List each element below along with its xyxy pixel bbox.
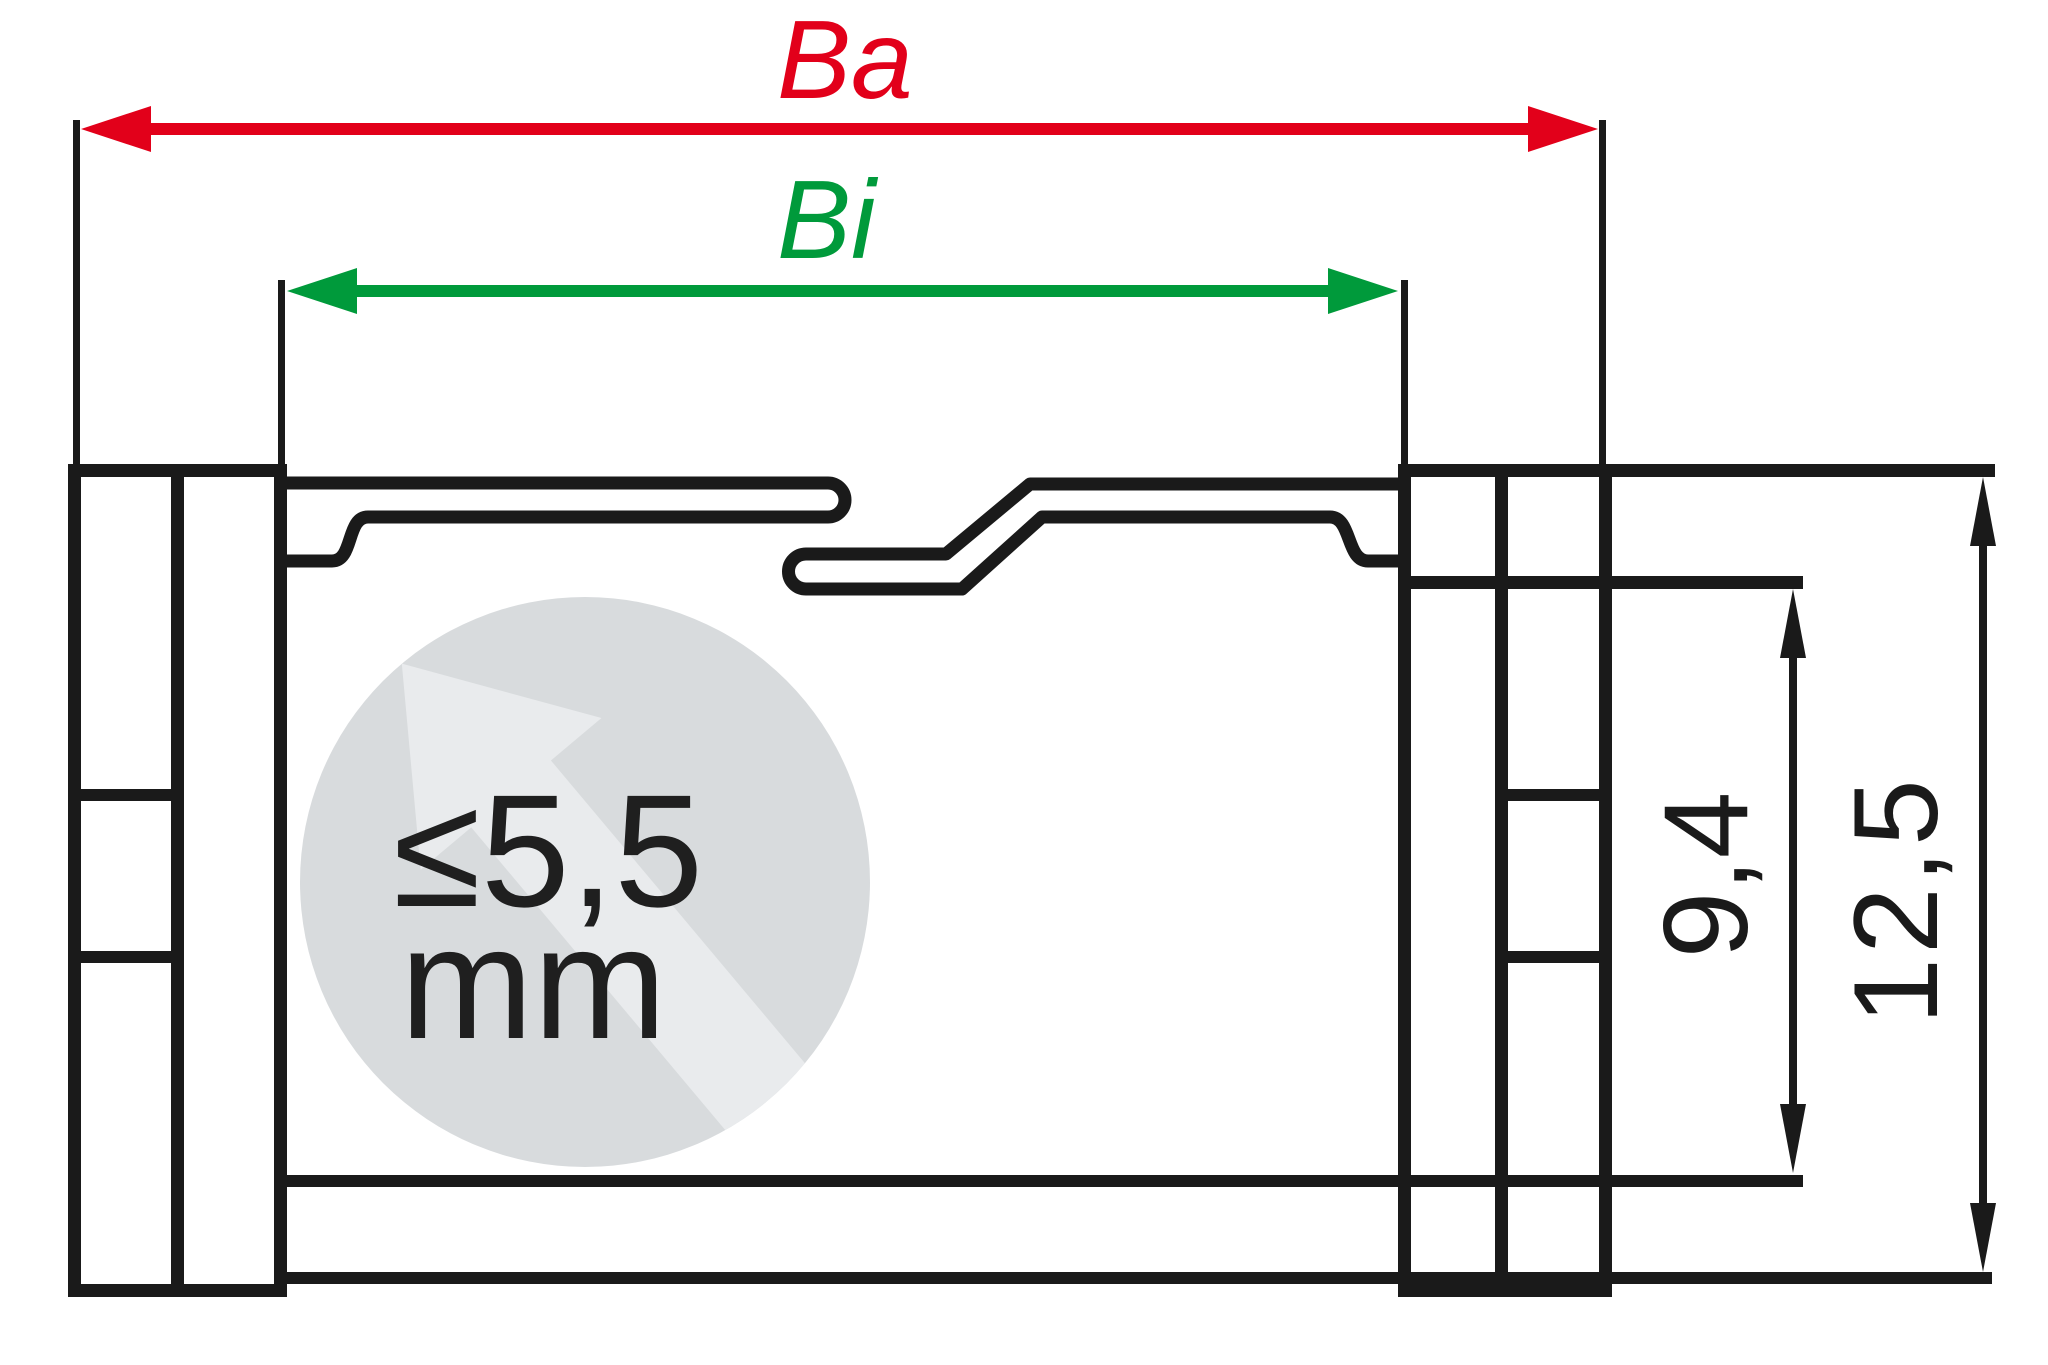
- right-band-top-edge: [1398, 464, 1995, 477]
- inner-height-arrowhead-up-icon: [1780, 589, 1806, 658]
- bi-right-extension-line: [1401, 280, 1408, 464]
- inner-height-dimension: 9,4: [1639, 589, 1806, 1173]
- up-left-arrow-icon: [401, 663, 818, 1146]
- ba-label: Ba: [777, 0, 913, 122]
- outer-height-dimension: 12,5: [1829, 477, 1996, 1272]
- bottom-crossbar-bottom-edge: [287, 1272, 1992, 1284]
- outer-height-arrowhead-up-icon: [1970, 477, 1996, 546]
- ba-dimension: Ba: [81, 0, 1598, 152]
- cable-diameter-note: ≤5,5 mm: [393, 761, 703, 1072]
- inner-height-dimension-line: [1789, 640, 1797, 1120]
- right-band-divider-upper: [1495, 789, 1612, 801]
- ba-arrowhead-right-icon: [1528, 106, 1598, 152]
- inner-height-arrowhead-down-icon: [1780, 1104, 1806, 1173]
- bi-arrowhead-right-icon: [1328, 268, 1398, 314]
- right-band-bottom-edge: [1398, 1284, 1612, 1297]
- bi-arrowhead-left-icon: [287, 268, 357, 314]
- right-band-outer-wall: [1599, 464, 1612, 1297]
- bi-dimension: Bi: [287, 158, 1398, 314]
- left-side-band: [68, 464, 287, 1297]
- outer-height-arrowhead-down-icon: [1970, 1203, 1996, 1272]
- ba-dimension-line: [145, 123, 1535, 135]
- left-band-middle-wall: [171, 464, 184, 1297]
- inner-height-label: 9,4: [1639, 792, 1773, 959]
- outer-height-label: 12,5: [1829, 775, 1963, 1025]
- right-band-shelf-line: [1398, 576, 1803, 589]
- bottom-crossbar: [287, 1175, 1992, 1284]
- bottom-crossbar-top-edge: [287, 1175, 1803, 1187]
- left-band-divider-lower: [68, 951, 184, 963]
- right-band-inner-wall: [1398, 464, 1411, 1297]
- ba-arrowhead-left-icon: [81, 106, 151, 152]
- top-crossbar-right-arm: [782, 477, 1398, 596]
- bi-left-extension-line: [278, 280, 285, 464]
- bi-label: Bi: [777, 158, 879, 282]
- left-band-divider-upper: [68, 789, 184, 801]
- cable-diameter-value: ≤5,5: [393, 761, 703, 940]
- outer-height-dimension-line: [1979, 530, 1987, 1220]
- right-band-middle-wall: [1495, 464, 1508, 1297]
- extension-lines: [73, 120, 1606, 464]
- right-band-divider-lower: [1495, 951, 1612, 963]
- left-band-bottom-edge: [68, 1284, 287, 1297]
- left-band-outer-wall: [68, 464, 81, 1297]
- chain-cross-section: [68, 120, 1995, 1297]
- left-band-inner-wall: [274, 464, 287, 1297]
- top-crossbar-left-arm: [287, 476, 852, 568]
- bi-dimension-line: [350, 285, 1335, 297]
- ba-left-extension-line: [73, 120, 80, 464]
- right-side-band: [1398, 464, 1995, 1297]
- ba-right-extension-line: [1599, 120, 1606, 464]
- cable-diameter-unit: mm: [400, 893, 667, 1072]
- cable-watermark: [300, 597, 870, 1167]
